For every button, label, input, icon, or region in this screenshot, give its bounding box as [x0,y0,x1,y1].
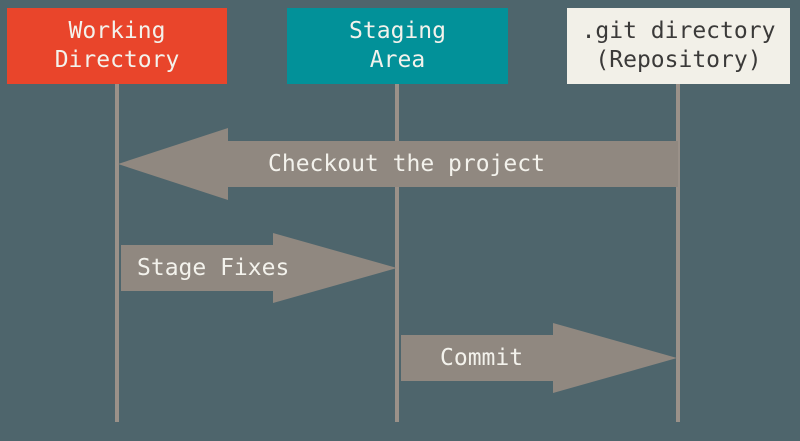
staging-area-lifeline [395,84,399,422]
commit-arrow-label: Commit [440,345,524,371]
staging-area-label-line2: Area [369,47,426,73]
git-directory-label-line2: (Repository) [595,47,762,73]
working-directory-box: Working Directory [7,8,227,84]
stage-fixes-arrow-head-icon [273,233,397,303]
working-directory-label-line2: Directory [54,47,180,73]
checkout-arrow-shaft [228,141,678,187]
git-directory-lifeline [676,84,680,422]
commit-arrow-shaft [401,335,553,381]
working-directory-label-line1: Working [68,18,166,44]
staging-area-box: Staging Area [287,8,508,84]
checkout-arrow-head-icon [118,128,228,200]
working-directory-lifeline [115,84,119,422]
commit-arrow-head-icon [553,323,677,393]
stage-fixes-arrow-shaft [121,245,273,291]
git-directory-box: .git directory (Repository) [567,8,790,84]
git-directory-label-line1: .git directory [581,18,776,44]
stage-fixes-arrow-label: Stage Fixes [137,255,290,281]
checkout-arrow-label: Checkout the project [268,151,545,177]
staging-area-label-line1: Staging [349,18,446,44]
